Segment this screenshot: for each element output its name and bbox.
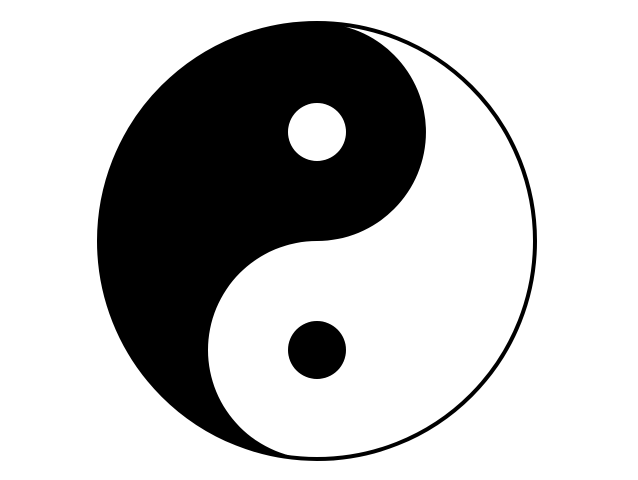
yang-dot [288,103,346,161]
yin-dot [288,321,346,379]
